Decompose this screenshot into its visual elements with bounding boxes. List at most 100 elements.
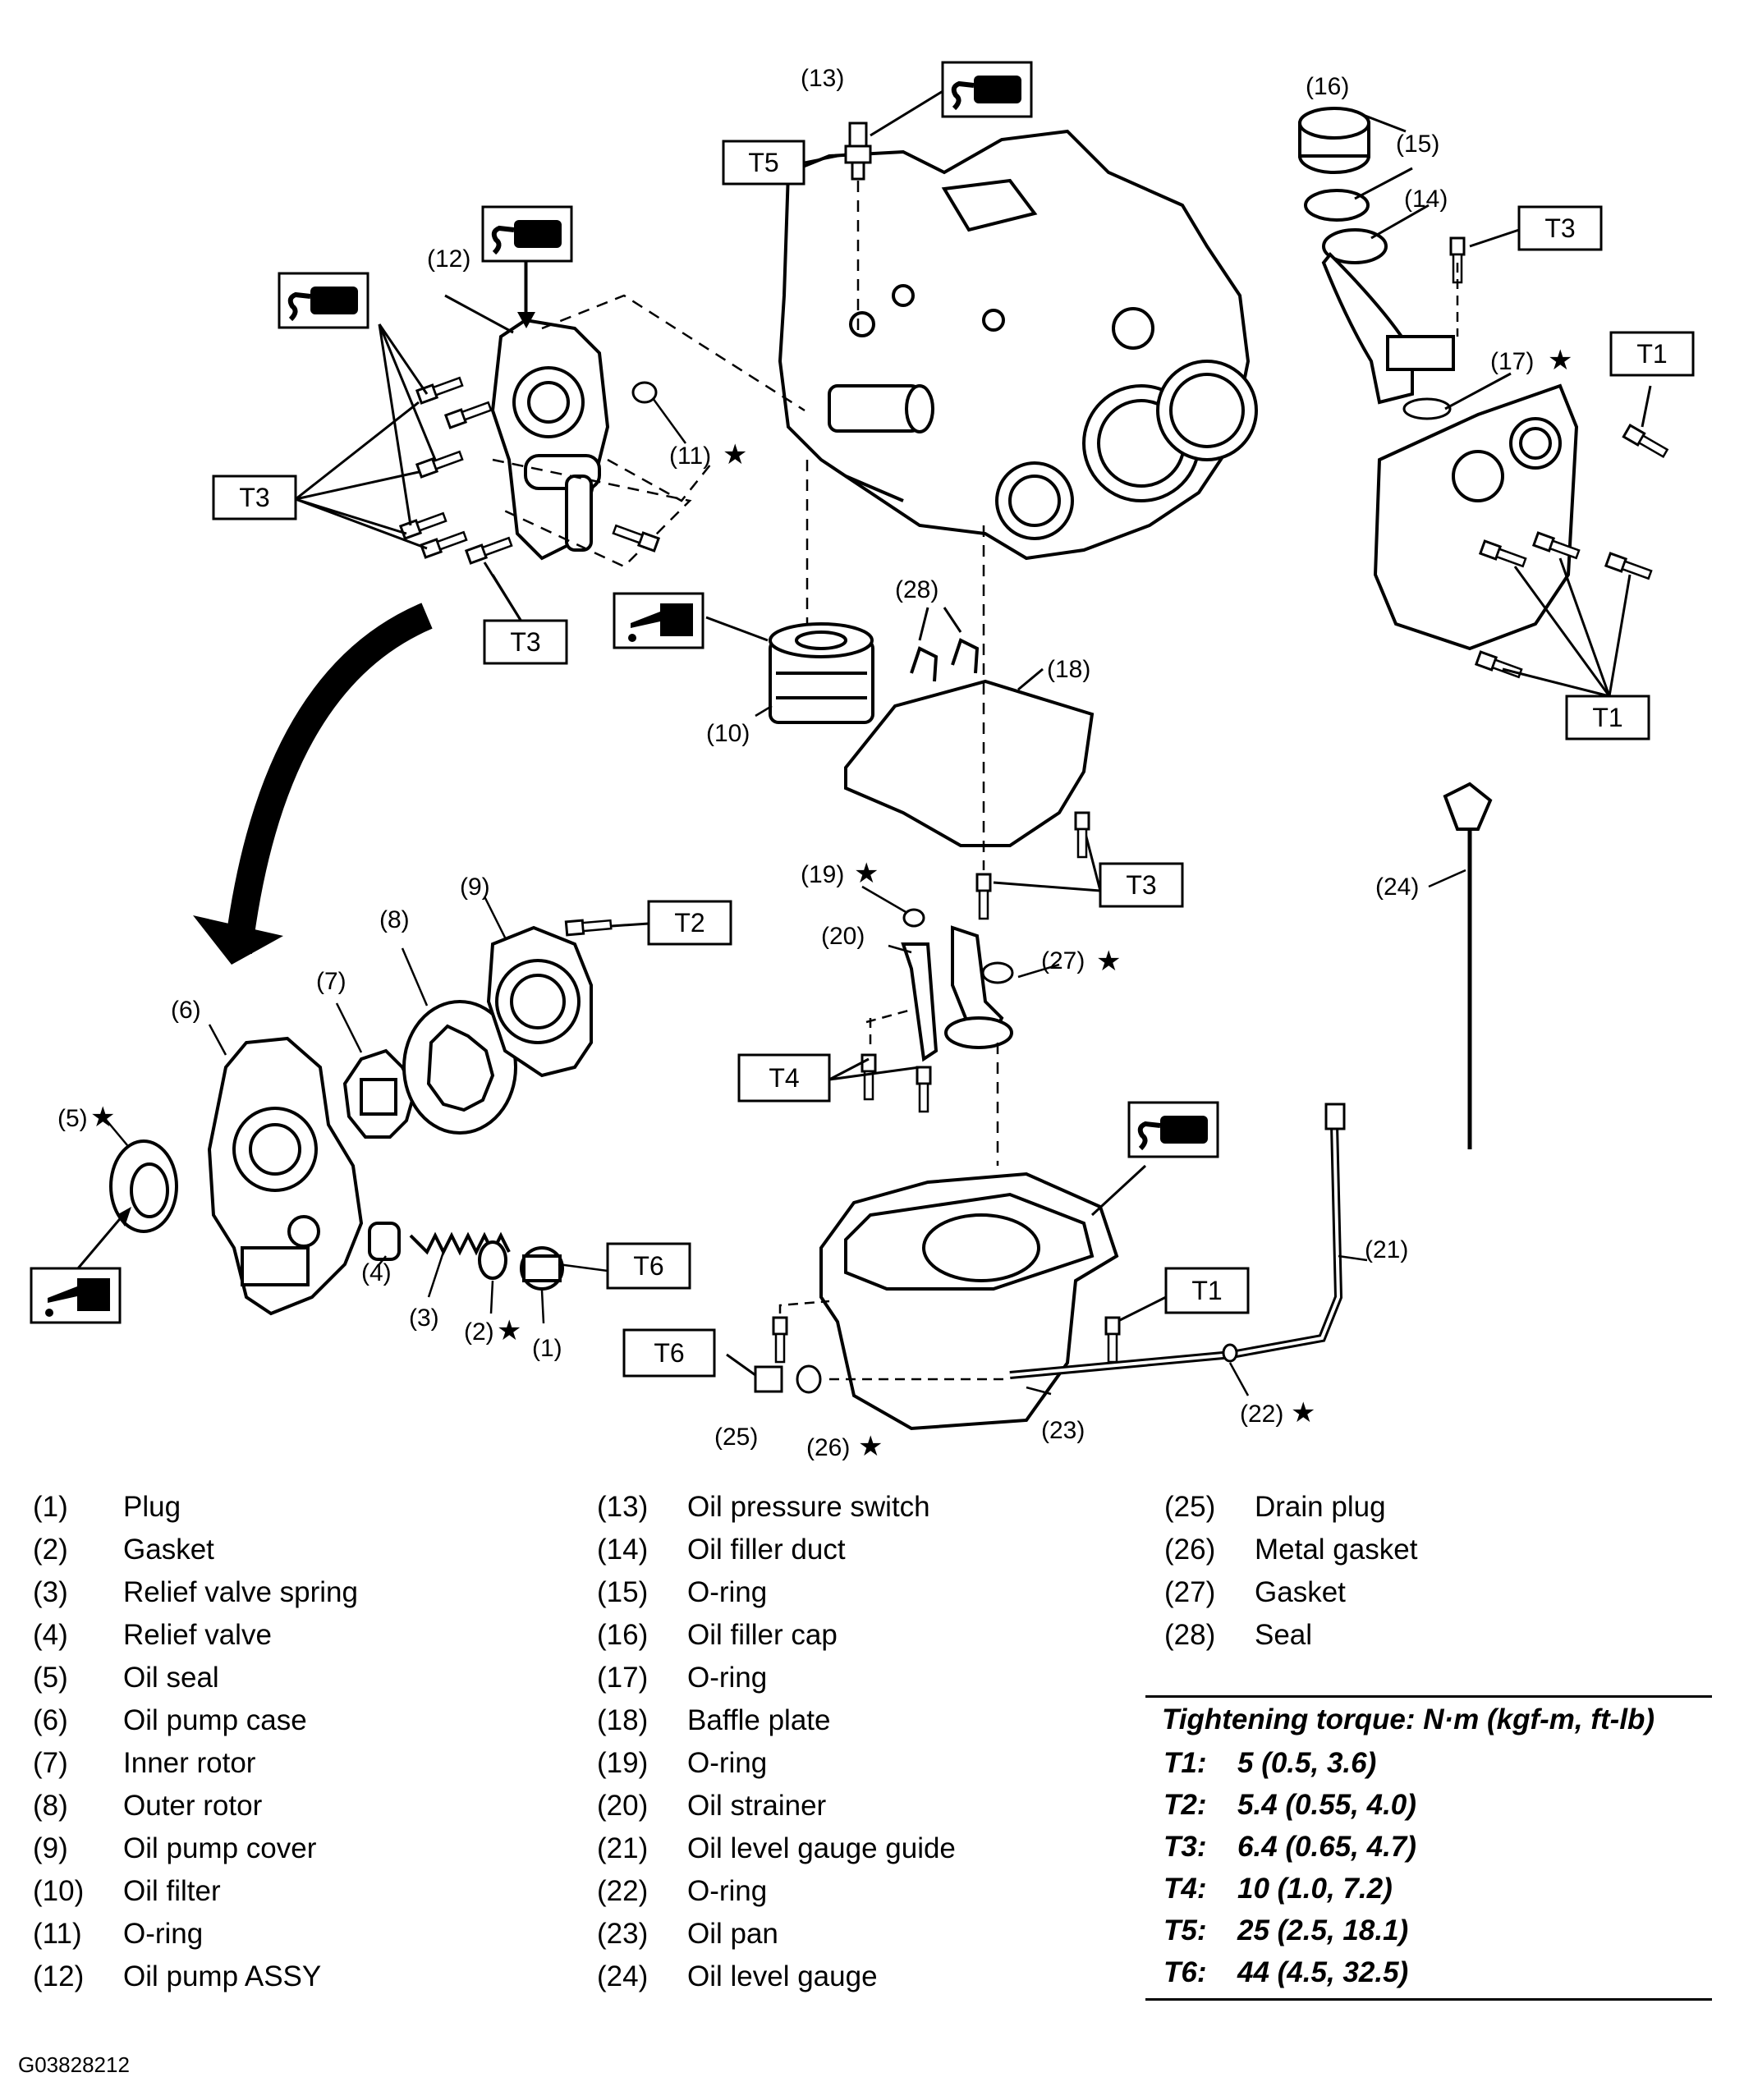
legend-number: (4) (33, 1619, 68, 1651)
torque-box-t1: T1 (1164, 1267, 1250, 1314)
svg-text:T3: T3 (239, 483, 269, 512)
plug (520, 1246, 564, 1291)
torque-box-t6: T6 (606, 1242, 691, 1290)
legend-number: (28) (1164, 1619, 1216, 1651)
sealant-icon (483, 207, 571, 261)
torque-key: T2: (1163, 1789, 1207, 1821)
svg-text:T3: T3 (1544, 213, 1575, 243)
oil-pressure-switch (844, 122, 872, 181)
torque-value: 10 (1.0, 7.2) (1237, 1873, 1393, 1905)
drain-plug (754, 1365, 783, 1393)
callout-11: (11) (669, 442, 711, 470)
legend-label: Oil level gauge guide (687, 1832, 956, 1864)
torque-box-t1: T1 (1565, 695, 1650, 741)
callout-25: (25) (714, 1424, 758, 1451)
torque-row: T4: 10 (1.0, 7.2) (1145, 1868, 1712, 1910)
callout-22: (22) (1240, 1401, 1283, 1428)
oil-filler-duct (1321, 228, 1455, 405)
torque-key: T4: (1163, 1873, 1207, 1905)
svg-text:T1: T1 (1636, 339, 1667, 369)
svg-text:T1: T1 (1191, 1276, 1222, 1305)
oil-pump-assy (490, 318, 610, 561)
legend-label: Oil pump ASSY (123, 1960, 322, 1992)
torque-rule-bottom (1145, 1998, 1712, 2001)
oil-pan (819, 1172, 1119, 1431)
parts-legend-col-3: (25)Drain plug(26)Metal gasket(27)Gasket… (1164, 1486, 1698, 1683)
legend-label: Gasket (1255, 1576, 1346, 1608)
callout-15: (15) (1396, 131, 1439, 158)
legend-label: Gasket (123, 1534, 214, 1566)
callout-16: (16) (1306, 73, 1349, 100)
legend-label: O-ring (123, 1918, 204, 1950)
legend-number: (1) (33, 1491, 68, 1523)
legend-number: (10) (33, 1875, 85, 1907)
callout-28: (28) (895, 576, 939, 603)
legend-label: Drain plug (1255, 1491, 1386, 1523)
legend-number: (26) (1164, 1534, 1216, 1566)
legend-label: Inner rotor (123, 1747, 256, 1779)
callout-7: (7) (316, 968, 347, 995)
callout-21: (21) (1365, 1236, 1408, 1263)
svg-text:★: ★ (854, 857, 879, 890)
engine-block (778, 129, 1258, 561)
callout-5: (5) (57, 1105, 88, 1132)
callout-14: (14) (1404, 186, 1448, 213)
legend-label: Oil pump cover (123, 1832, 317, 1864)
svg-text:★: ★ (858, 1430, 883, 1463)
torque-value: 6.4 (0.65, 4.7) (1237, 1831, 1416, 1863)
torque-value: 5 (0.5, 3.6) (1237, 1747, 1377, 1779)
torque-box-t3: T3 (483, 619, 568, 665)
legend-label: Oil pressure switch (687, 1491, 930, 1523)
legend-label: O-ring (687, 1747, 768, 1779)
legend-number: (16) (597, 1619, 649, 1651)
torque-value: 25 (2.5, 18.1) (1237, 1914, 1409, 1946)
oil-can-icon (30, 1267, 122, 1324)
baffle-plate (844, 638, 1095, 847)
oil-pump-case (207, 1036, 364, 1316)
torque-box-t6: T6 (622, 1328, 716, 1378)
torque-table: Tightening torque: N·m (kgf-m, ft-lb) T1… (1145, 1695, 1712, 2001)
torque-row: T2: 5.4 (0.55, 4.0) (1145, 1784, 1712, 1826)
callout-9: (9) (460, 873, 490, 901)
callout-18: (18) (1047, 656, 1090, 683)
legend-label: Oil pump case (123, 1704, 307, 1736)
callout-12: (12) (427, 245, 470, 273)
oil-seal (109, 1139, 178, 1233)
torque-value: 44 (4.5, 32.5) (1237, 1956, 1409, 1988)
legend-number: (12) (33, 1960, 85, 1992)
oil-pump-cover (486, 925, 593, 1078)
legend-number: (27) (1164, 1576, 1216, 1608)
oil-filter (769, 622, 874, 724)
torque-row: T1:5 (0.5, 3.6) (1145, 1742, 1712, 1784)
legend-label: O-ring (687, 1875, 768, 1907)
torque-key: T5: (1163, 1914, 1207, 1946)
torque-rule-top (1145, 1695, 1712, 1698)
legend-number: (15) (597, 1576, 649, 1608)
callout-13: (13) (801, 65, 844, 92)
torque-row: T5: 25 (2.5, 18.1) (1145, 1910, 1712, 1951)
legend-label: Outer rotor (123, 1790, 263, 1822)
legend-number: (9) (33, 1832, 68, 1864)
svg-text:T6: T6 (654, 1338, 684, 1368)
gasket-2 (478, 1240, 507, 1280)
torque-key: T3: (1163, 1831, 1207, 1863)
callout-6: (6) (171, 997, 201, 1024)
callout-labels: (13) (16) (15) (14) (12) (17) ★ (11) ★ (… (57, 65, 1572, 1463)
sealant-icon (943, 62, 1031, 117)
legend-label: Relief valve (123, 1619, 272, 1651)
legend-number: (23) (597, 1918, 649, 1950)
legend-number: (3) (33, 1576, 68, 1608)
oil-can-icon (613, 592, 704, 649)
legend-number: (8) (33, 1790, 68, 1822)
svg-text:★: ★ (1291, 1396, 1315, 1429)
callout-26: (26) (806, 1434, 850, 1461)
legend-label: O-ring (687, 1576, 768, 1608)
callout-24: (24) (1375, 873, 1419, 901)
legend-label: Oil strainer (687, 1790, 827, 1822)
parts-legend-col-2: (13)Oil pressure switch(14)Oil filler du… (597, 1486, 1131, 2011)
callout-10: (10) (706, 720, 750, 747)
legend-number: (19) (597, 1747, 649, 1779)
svg-text:★: ★ (497, 1314, 521, 1347)
torque-value: 5.4 (0.55, 4.0) (1237, 1789, 1416, 1821)
outer-rotor (402, 1000, 517, 1135)
